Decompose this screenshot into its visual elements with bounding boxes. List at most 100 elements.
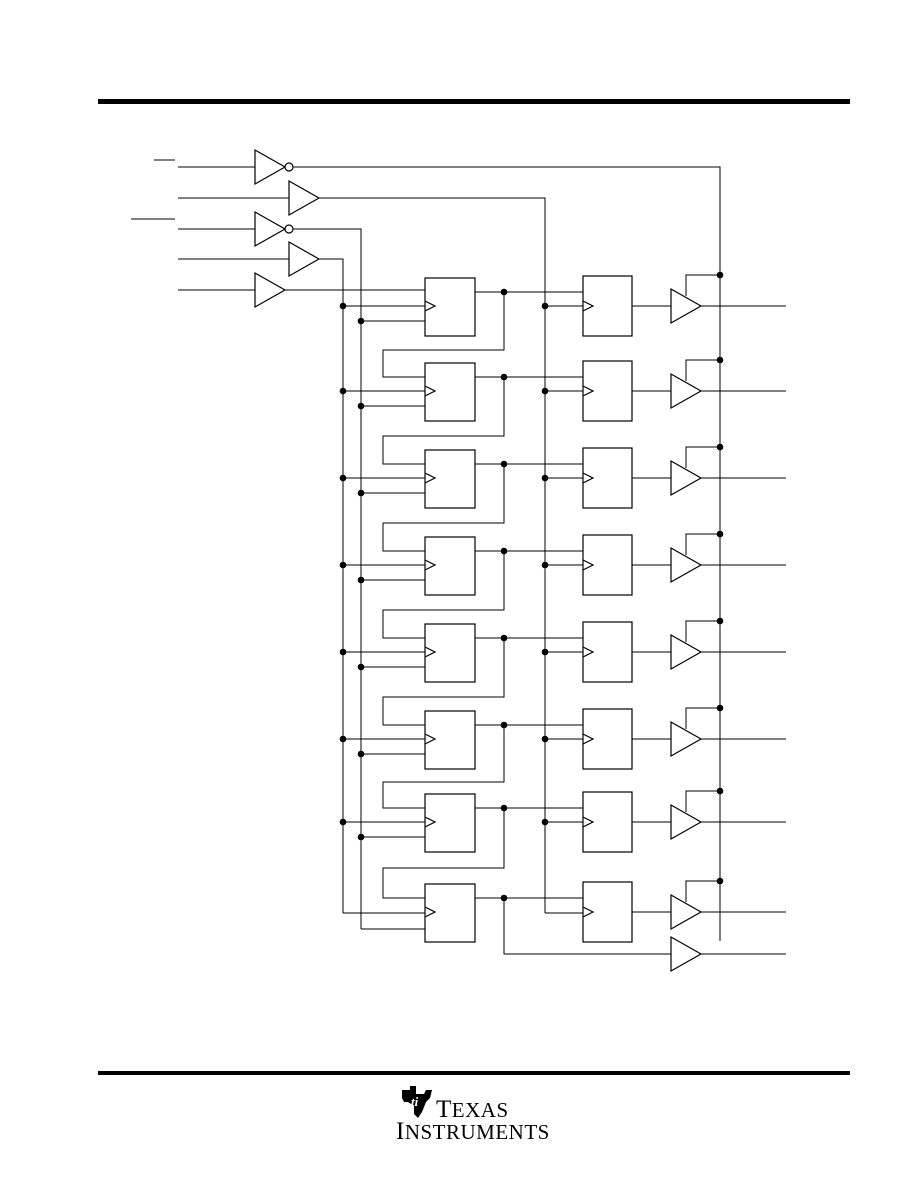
storage-register-stage-7 (582, 791, 633, 853)
output-buffer-1 (670, 287, 703, 325)
input-buffer-5 (254, 271, 287, 309)
shift-register-stage-4-clock-indicator (424, 559, 437, 571)
junction-dot (357, 750, 365, 758)
junction-dot (500, 634, 508, 642)
oe-bus (293, 166, 721, 941)
cascade (382, 292, 505, 378)
enable-tap (685, 533, 720, 555)
shift-register-stage-1-clock-indicator (424, 300, 437, 312)
cascade (382, 551, 505, 639)
junction-dot (357, 317, 365, 325)
shift-register-stage-7-clock-indicator (424, 816, 437, 828)
input-buffer-3-bubble (284, 224, 294, 234)
enable-tap (685, 790, 720, 812)
enable-tap (685, 359, 720, 381)
junction-dot (716, 787, 724, 795)
junction-dot (339, 818, 347, 826)
storage-register-stage-2-clock-indicator (582, 385, 595, 397)
shift-register-stage-3-clock-indicator (424, 472, 437, 484)
enable-tap (685, 274, 720, 296)
output-buffer-2 (670, 372, 703, 410)
shift-register-stage-6-clock-indicator (424, 733, 437, 745)
junction-dot (500, 373, 508, 381)
cascade (382, 725, 505, 809)
shift-register-stage-8-clock-indicator (424, 906, 437, 918)
junction-dot (339, 648, 347, 656)
junction-dot (339, 561, 347, 569)
junction-dot (541, 302, 549, 310)
junction-dot (716, 356, 724, 364)
junction-dot (716, 443, 724, 451)
output-buffer-3 (670, 459, 703, 497)
junction-dot (541, 735, 549, 743)
junction-dot (541, 387, 549, 395)
clr-bus (293, 228, 362, 929)
junction-dot (339, 735, 347, 743)
storage-register-stage-1-clock-indicator (582, 300, 595, 312)
junction-dot (716, 617, 724, 625)
shift-register-stage-8 (424, 883, 476, 943)
output-buffer-6 (670, 720, 703, 758)
storage-register-stage-6 (582, 708, 633, 770)
svg-text:ti: ti (411, 1094, 419, 1109)
srck-bus (319, 258, 344, 913)
junctions (339, 271, 724, 902)
junction-dot (716, 877, 724, 885)
enable-tap (685, 620, 720, 642)
junction-dot (500, 894, 508, 902)
input-buffer-3 (254, 210, 287, 248)
junction-dot (500, 547, 508, 555)
ti-logo-line2: INSTRUMENTS (396, 1118, 550, 1145)
storage-register-stage-3-clock-indicator (582, 472, 595, 484)
junction-dot (357, 402, 365, 410)
junction-dot (541, 818, 549, 826)
shift-register-stage-5-clock-indicator (424, 646, 437, 658)
junction-dot (716, 704, 724, 712)
output-buffer-7 (670, 803, 703, 841)
junction-dot (339, 387, 347, 395)
storage-register-stage-6-clock-indicator (582, 733, 595, 745)
storage-register-stage-4 (582, 534, 633, 596)
enable-tap (685, 446, 720, 468)
shift-register-stage-2-clock-indicator (424, 385, 437, 397)
rck-bus (319, 197, 546, 913)
storage-register-stage-8 (582, 881, 633, 943)
storage-register-stage-5-clock-indicator (582, 646, 595, 658)
junction-dot (357, 489, 365, 497)
storage-register-stage-1 (582, 275, 633, 337)
storage-register-stage-2 (582, 360, 633, 422)
storage-register-stage-5 (582, 621, 633, 683)
ti-logo: ti TEXAS INSTRUMENTS (396, 1084, 556, 1145)
output-buffer-9 (670, 935, 703, 973)
storage-register-stage-3 (582, 447, 633, 509)
storage-register-stage-8-clock-indicator (582, 906, 595, 918)
input-buffer-1-bubble (284, 162, 294, 172)
junction-dot (541, 648, 549, 656)
junction-dot (357, 576, 365, 584)
output-buffer-4 (670, 546, 703, 584)
enable-tap (685, 880, 720, 902)
junction-dot (339, 474, 347, 482)
wires (131, 159, 786, 955)
junction-dot (500, 460, 508, 468)
junction-dot (541, 474, 549, 482)
junction-dot (500, 288, 508, 296)
input-buffer-4 (288, 240, 321, 278)
junction-dot (500, 804, 508, 812)
cascade (382, 464, 505, 552)
junction-dot (716, 530, 724, 538)
cascade (382, 377, 505, 465)
storage-register-stage-7-clock-indicator (582, 816, 595, 828)
storage-register-stage-4-clock-indicator (582, 559, 595, 571)
cascade (382, 638, 505, 726)
junction-dot (541, 561, 549, 569)
junction-dot (716, 271, 724, 279)
junction-dot (357, 663, 365, 671)
footer-rule (98, 1071, 850, 1075)
enable-tap (685, 707, 720, 729)
input-buffer-2 (288, 179, 321, 217)
output-buffer-5 (670, 633, 703, 671)
serial-out (503, 898, 671, 955)
junction-dot (500, 721, 508, 729)
output-buffer-8 (670, 893, 703, 931)
